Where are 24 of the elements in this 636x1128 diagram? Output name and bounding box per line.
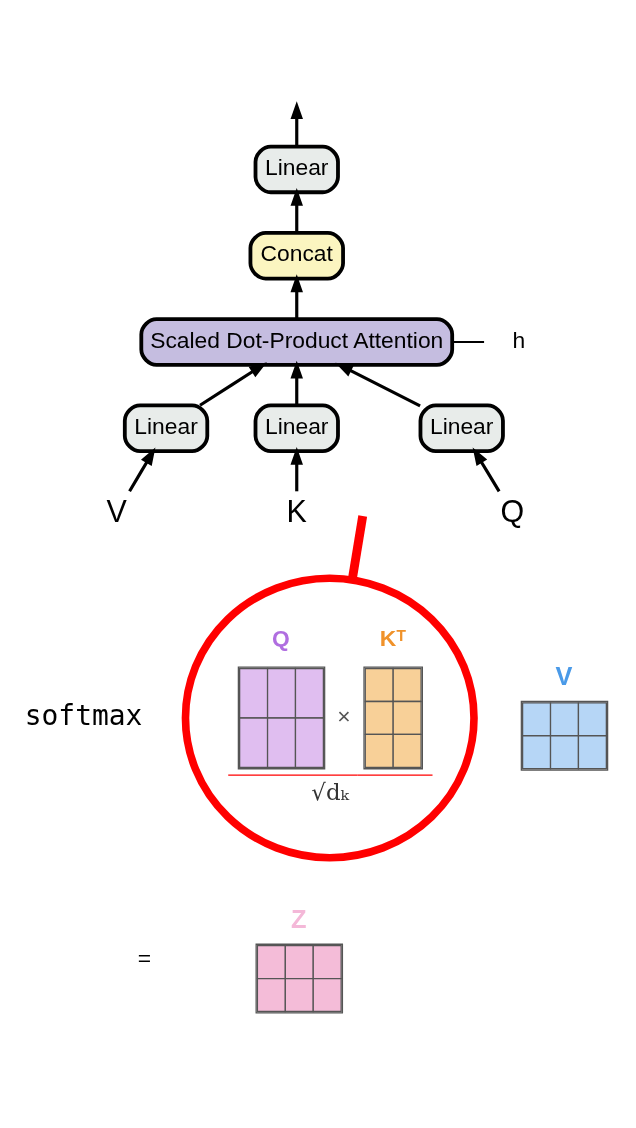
- node-box: Linear: [122, 403, 210, 454]
- arrow: [128, 447, 156, 493]
- arrow: [290, 360, 303, 405]
- arrow: [290, 101, 303, 147]
- arrow: [290, 274, 303, 319]
- label: =: [137, 945, 152, 972]
- node-box: Concat: [248, 230, 345, 281]
- arrow: [290, 446, 303, 492]
- arrow: [472, 447, 501, 493]
- node-text: K: [286, 494, 307, 529]
- node-circle: Q Kᵀ × √dₖ: [181, 574, 478, 862]
- node-box: Linear: [418, 403, 505, 454]
- node-box: Linear: [253, 144, 340, 195]
- label: softmax: [24, 699, 143, 733]
- node-box: Scaled Dot-Product Attention: [139, 317, 455, 367]
- node-text: V: [106, 494, 127, 529]
- label: V: [555, 662, 573, 690]
- node-label: h: [512, 326, 526, 353]
- arrow: [335, 362, 421, 408]
- node-box: Linear: [253, 403, 340, 454]
- label: Z: [291, 904, 307, 933]
- arrow: [199, 362, 267, 407]
- arrow: [290, 188, 303, 233]
- node-text: Q: [500, 494, 525, 529]
